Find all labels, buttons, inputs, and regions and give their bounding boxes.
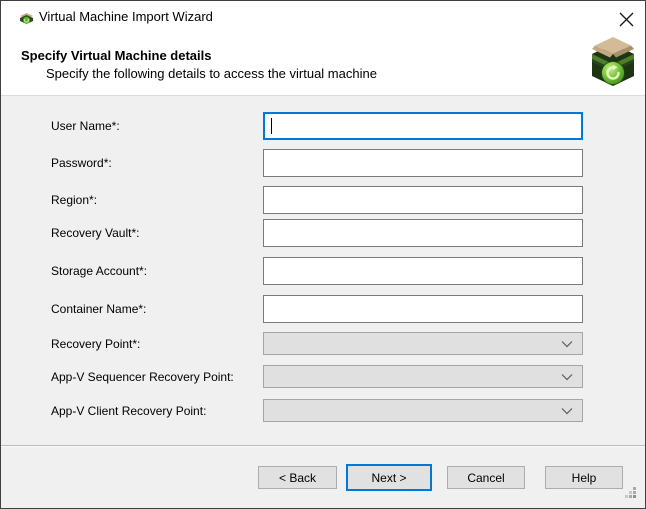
cancel-button[interactable]: Cancel (447, 466, 525, 489)
label-recovery-vault: Recovery Vault*: (51, 226, 140, 240)
label-region: Region*: (51, 193, 98, 207)
chevron-down-icon (561, 340, 573, 347)
label-appv-sequencer-recovery-point: App-V Sequencer Recovery Point: (51, 369, 234, 384)
textbox-region[interactable] (263, 186, 583, 214)
window-title: Virtual Machine Import Wizard (39, 9, 213, 24)
form-row-region: Region*: (1, 186, 645, 214)
form-row-appv-sequencer-recovery-point: App-V Sequencer Recovery Point: (1, 365, 645, 388)
grip-dot (629, 495, 632, 498)
combobox-appv-client-recovery-point[interactable] (263, 399, 583, 422)
textbox-storage-account[interactable] (263, 257, 583, 285)
close-icon (619, 12, 633, 26)
page-subtitle: Specify the following details to access … (46, 66, 377, 81)
label-appv-client-recovery-point: App-V Client Recovery Point: (51, 403, 207, 418)
combobox-appv-sequencer-recovery-point[interactable] (263, 365, 583, 388)
form-row-recovery-point: Recovery Point*: (1, 332, 645, 355)
label-user-name: User Name*: (51, 119, 120, 133)
footer-separator (1, 445, 645, 446)
textbox-password[interactable] (263, 149, 583, 177)
combobox-recovery-point[interactable] (263, 332, 583, 355)
package-icon (20, 13, 33, 24)
form-row-storage-account: Storage Account*: (1, 257, 645, 285)
wizard-header: Virtual Machine Import Wizard Specify Vi… (1, 1, 645, 96)
grip-dot (629, 491, 632, 494)
next-button[interactable]: Next > (346, 464, 432, 491)
form-row-user-name: User Name*: (1, 112, 645, 140)
back-button[interactable]: < Back (258, 466, 337, 489)
form-row-recovery-vault: Recovery Vault*: (1, 219, 645, 247)
label-storage-account: Storage Account*: (51, 264, 148, 278)
grip-dot (633, 491, 636, 494)
form-row-container-name: Container Name*: (1, 295, 645, 323)
grip-dot (625, 495, 628, 498)
grip-dot (633, 487, 636, 490)
label-container-name: Container Name*: (51, 302, 147, 316)
resize-grip-icon[interactable] (625, 487, 639, 501)
grip-dot (633, 495, 636, 498)
textbox-user-name[interactable] (263, 112, 583, 140)
textbox-recovery-vault[interactable] (263, 219, 583, 247)
chevron-down-icon (561, 373, 573, 380)
footer-separator-highlight (1, 446, 645, 447)
textbox-container-name[interactable] (263, 295, 583, 323)
form-row-password: Password*: (1, 149, 645, 177)
form-row-appv-client-recovery-point: App-V Client Recovery Point: (1, 399, 645, 422)
page-title: Specify Virtual Machine details (21, 48, 212, 63)
close-button[interactable] (613, 7, 639, 31)
text-caret (271, 118, 272, 134)
package-import-icon (592, 37, 634, 86)
label-password: Password*: (51, 156, 112, 170)
help-button[interactable]: Help (545, 466, 623, 489)
chevron-down-icon (561, 407, 573, 414)
label-recovery-point: Recovery Point*: (51, 336, 141, 351)
